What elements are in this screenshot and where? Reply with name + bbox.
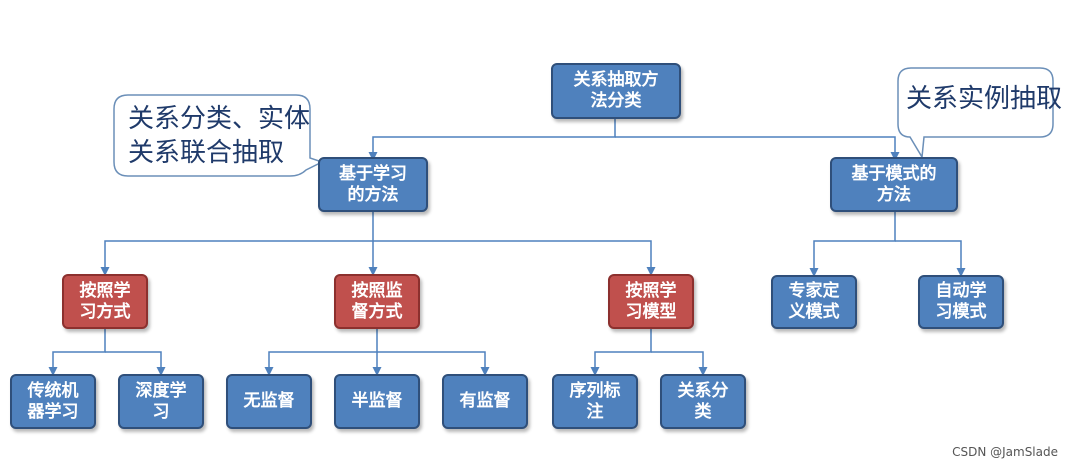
node-supervised: 有监督	[442, 374, 528, 429]
connector-style-traditional	[48, 328, 106, 376]
node-unsupervised: 无监督	[226, 374, 312, 429]
connector-learning-style	[100, 211, 374, 276]
connector-supervision-supervised	[377, 351, 490, 376]
connector-learning-model	[373, 240, 656, 276]
callout-right-bubble	[897, 67, 1054, 160]
node-traditional-machine-learning: 传统机 器学习	[10, 374, 96, 429]
connector-pattern-expert	[809, 211, 896, 277]
connector-pattern-auto	[895, 240, 966, 277]
node-learning-based-methods: 基于学习 的方法	[318, 157, 428, 212]
connector-root-learning	[368, 118, 616, 161]
node-deep-learning: 深度学 习	[118, 374, 204, 429]
node-by-learning-model: 按照学 习模型	[608, 274, 694, 329]
connector-style-deep	[105, 351, 166, 376]
node-by-learning-style: 按照学 习方式	[62, 274, 148, 329]
connector-root-pattern	[615, 136, 900, 161]
watermark: CSDN @JamSlade	[952, 445, 1058, 459]
node-relation-extraction-methods: 关系抽取方 法分类	[551, 63, 681, 119]
callout-left-bubble	[113, 94, 324, 177]
callout-right-text: 关系实例抽取	[906, 84, 1063, 114]
node-relation-classification: 关系分 类	[660, 374, 746, 429]
node-expert-defined-pattern: 专家定 义模式	[771, 275, 857, 329]
node-auto-learned-pattern: 自动学 习模式	[918, 275, 1004, 329]
node-sequence-labeling: 序列标 注	[552, 374, 638, 429]
node-by-supervision: 按照监 督方式	[334, 274, 420, 329]
connector-model-relation	[651, 351, 708, 376]
callout-left-text: 关系分类、实体 关系联合抽取	[128, 104, 311, 168]
connector-model-sequence	[590, 328, 652, 376]
node-semi-supervised: 半监督	[334, 374, 420, 429]
node-pattern-based-methods: 基于模式的 方法	[830, 157, 958, 212]
connector-supervision-unsupervised	[264, 328, 378, 376]
